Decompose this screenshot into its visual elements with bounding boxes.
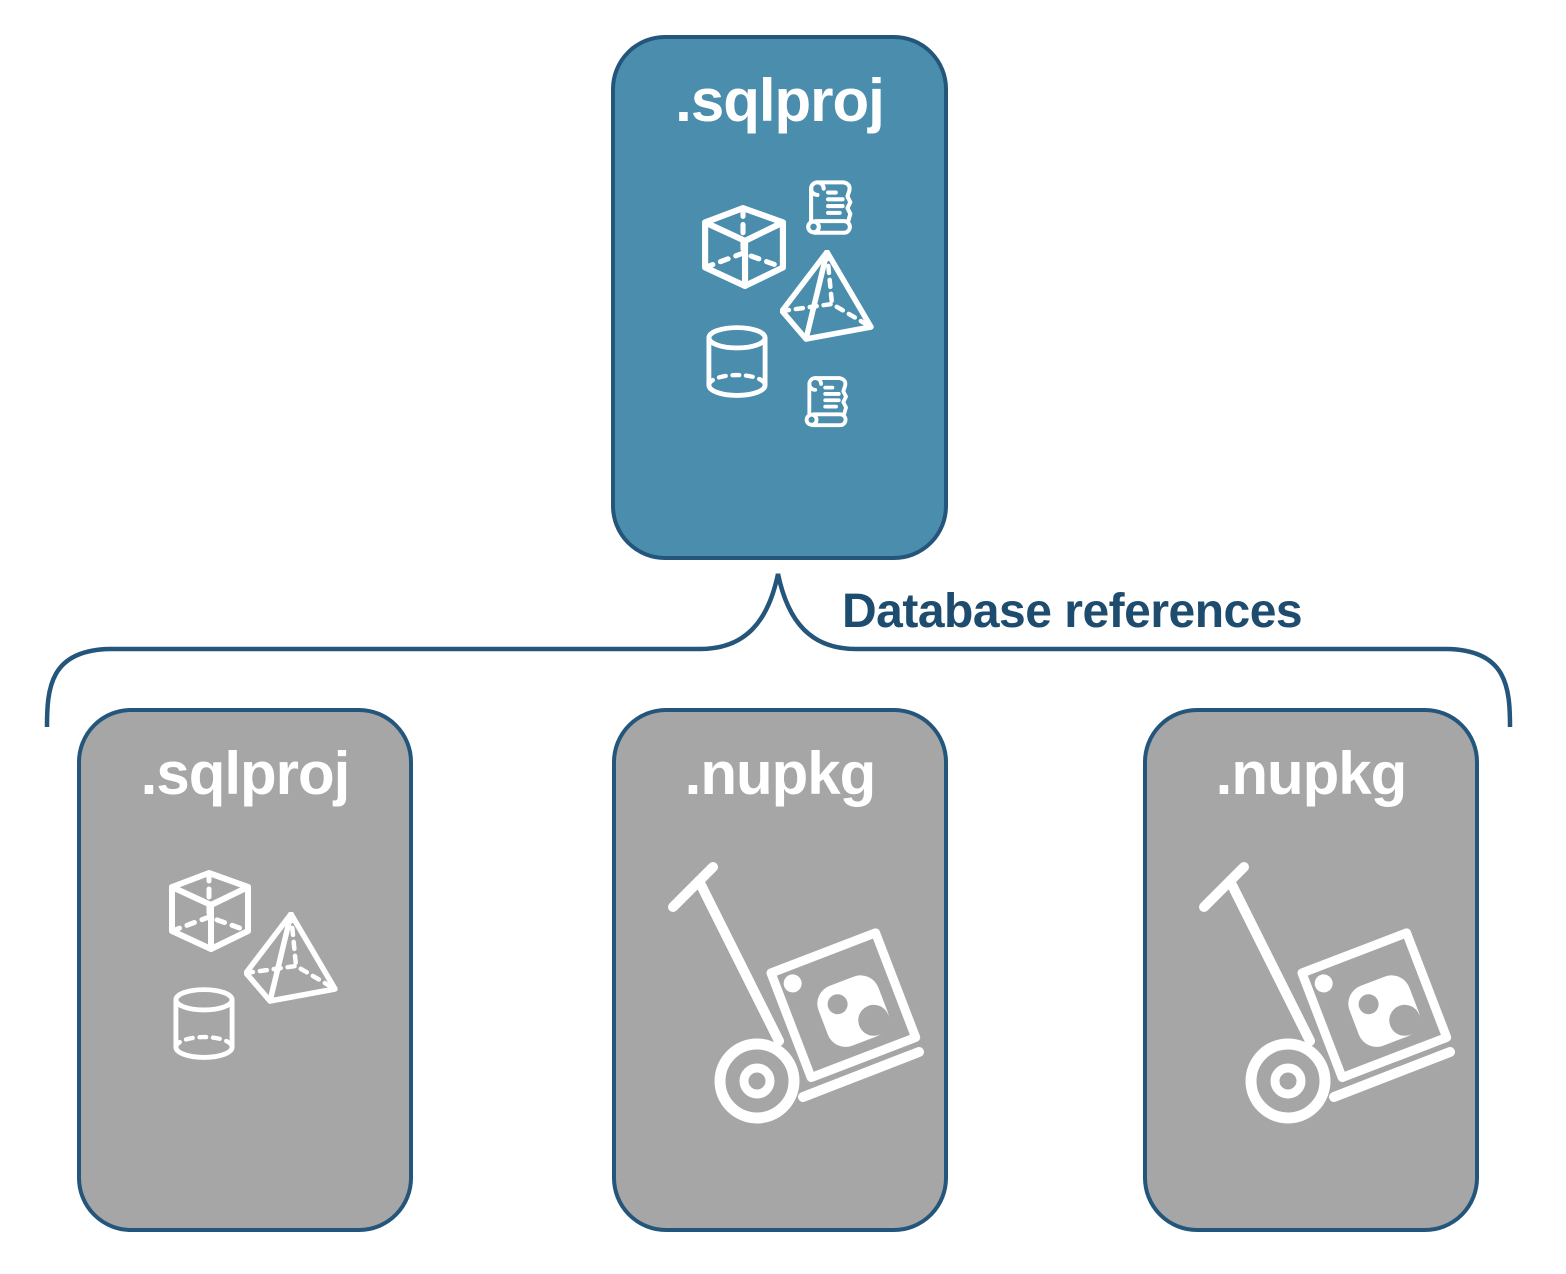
cube-icon — [167, 870, 251, 952]
connector-label: Database references — [842, 585, 1303, 638]
hand-truck-package-icon — [1198, 855, 1456, 1131]
card-sqlproj-root: .sqlproj — [611, 35, 948, 560]
pyramid-icon — [780, 250, 874, 342]
card-title: .nupkg — [1215, 740, 1408, 807]
card-sqlproj-child: .sqlproj — [77, 708, 413, 1232]
card-nupkg-child: .nupkg — [1143, 708, 1479, 1232]
cube-icon — [700, 205, 786, 289]
pyramid-icon — [244, 912, 338, 1004]
hand-truck-package-icon — [667, 855, 925, 1131]
card-title: .nupkg — [684, 740, 877, 807]
card-nupkg-child: .nupkg — [612, 708, 948, 1232]
cylinder-icon — [706, 324, 768, 400]
scroll-icon — [799, 176, 861, 242]
scroll-icon — [798, 372, 856, 434]
card-title: .sqlproj — [140, 740, 351, 807]
cylinder-icon — [173, 986, 235, 1062]
card-title: .sqlproj — [675, 67, 885, 134]
